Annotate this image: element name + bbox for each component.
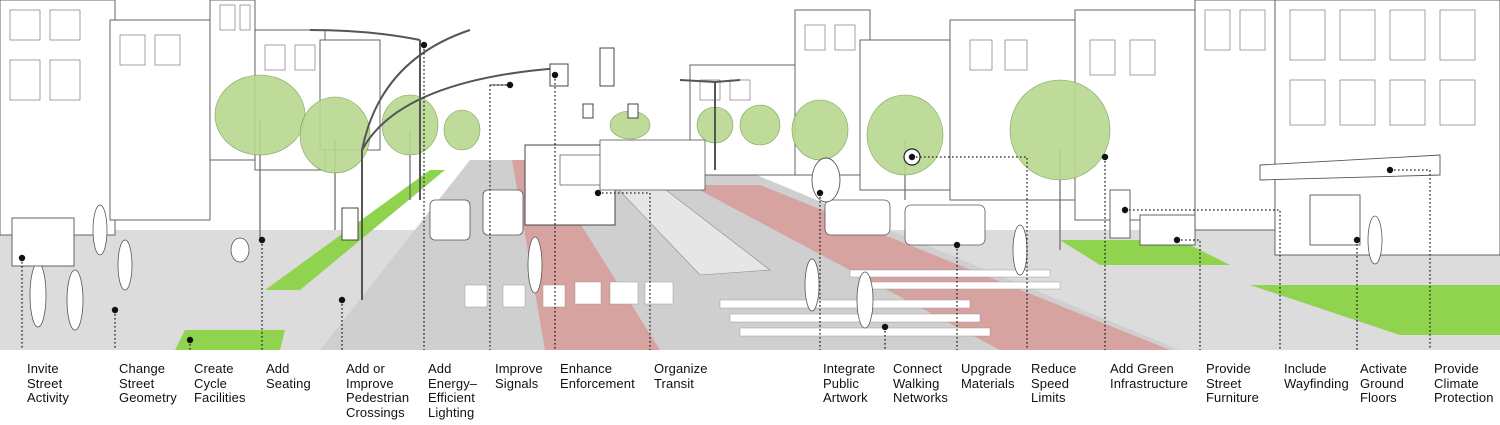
label-invite-street-activity: Invite Street Activity bbox=[27, 361, 69, 405]
transit-bus bbox=[524, 139, 706, 226]
label-improve-signals: Improve Signals bbox=[495, 361, 543, 391]
label-add-energy-efficient-lighting: Add Energy– Efficient Lighting bbox=[428, 361, 478, 420]
label-add-green-infrastructure: Add Green Infrastructure bbox=[1110, 361, 1188, 391]
label-change-street-geometry: Change Street Geometry bbox=[119, 361, 177, 405]
traffic-signals bbox=[341, 47, 639, 241]
display-rack bbox=[1309, 194, 1361, 246]
label-add-seating: Add Seating bbox=[266, 361, 311, 391]
street-illustration bbox=[0, 0, 1500, 350]
label-enhance-enforcement: Enhance Enforcement bbox=[560, 361, 635, 391]
crosswalk bbox=[464, 269, 1061, 337]
label-provide-climate-protection: Provide Climate Protection bbox=[1434, 361, 1494, 405]
label-connect-walking-networks: Connect Walking Networks bbox=[893, 361, 948, 405]
label-organize-transit: Organize Transit bbox=[654, 361, 708, 391]
canopy bbox=[1259, 154, 1441, 181]
buildings-right bbox=[859, 0, 1500, 256]
cycle-lane-left-bottom bbox=[175, 330, 285, 350]
planter-right bbox=[1060, 240, 1230, 265]
wayfinding-sign bbox=[1109, 189, 1131, 239]
label-integrate-public-artwork: Integrate Public Artwork bbox=[823, 361, 876, 405]
label-upgrade-materials: Upgrade Materials bbox=[961, 361, 1015, 391]
label-row: Invite Street Activity Change Street Geo… bbox=[0, 355, 1500, 425]
leader-dots bbox=[18, 41, 1394, 344]
label-provide-street-furniture: Provide Street Furniture bbox=[1206, 361, 1259, 405]
label-include-wayfinding: Include Wayfinding bbox=[1284, 361, 1349, 391]
label-activate-ground-floors: Activate Ground Floors bbox=[1360, 361, 1408, 405]
leader-lines bbox=[21, 45, 1431, 350]
label-add-or-improve-pedestrian-crossings: Add or Improve Pedestrian Crossings bbox=[346, 361, 410, 420]
signal-poles bbox=[309, 29, 741, 300]
cars bbox=[429, 189, 986, 246]
buildings-center bbox=[689, 9, 871, 176]
cycle-lane-right bbox=[1250, 285, 1500, 335]
label-reduce-speed-limits: Reduce Speed Limits bbox=[1031, 361, 1077, 405]
public-artwork bbox=[811, 157, 841, 203]
label-create-cycle-facilities: Create Cycle Facilities bbox=[194, 361, 246, 405]
bench-right bbox=[1139, 214, 1196, 246]
bus-lane-right bbox=[690, 185, 1170, 350]
pedestrians bbox=[29, 204, 1383, 331]
